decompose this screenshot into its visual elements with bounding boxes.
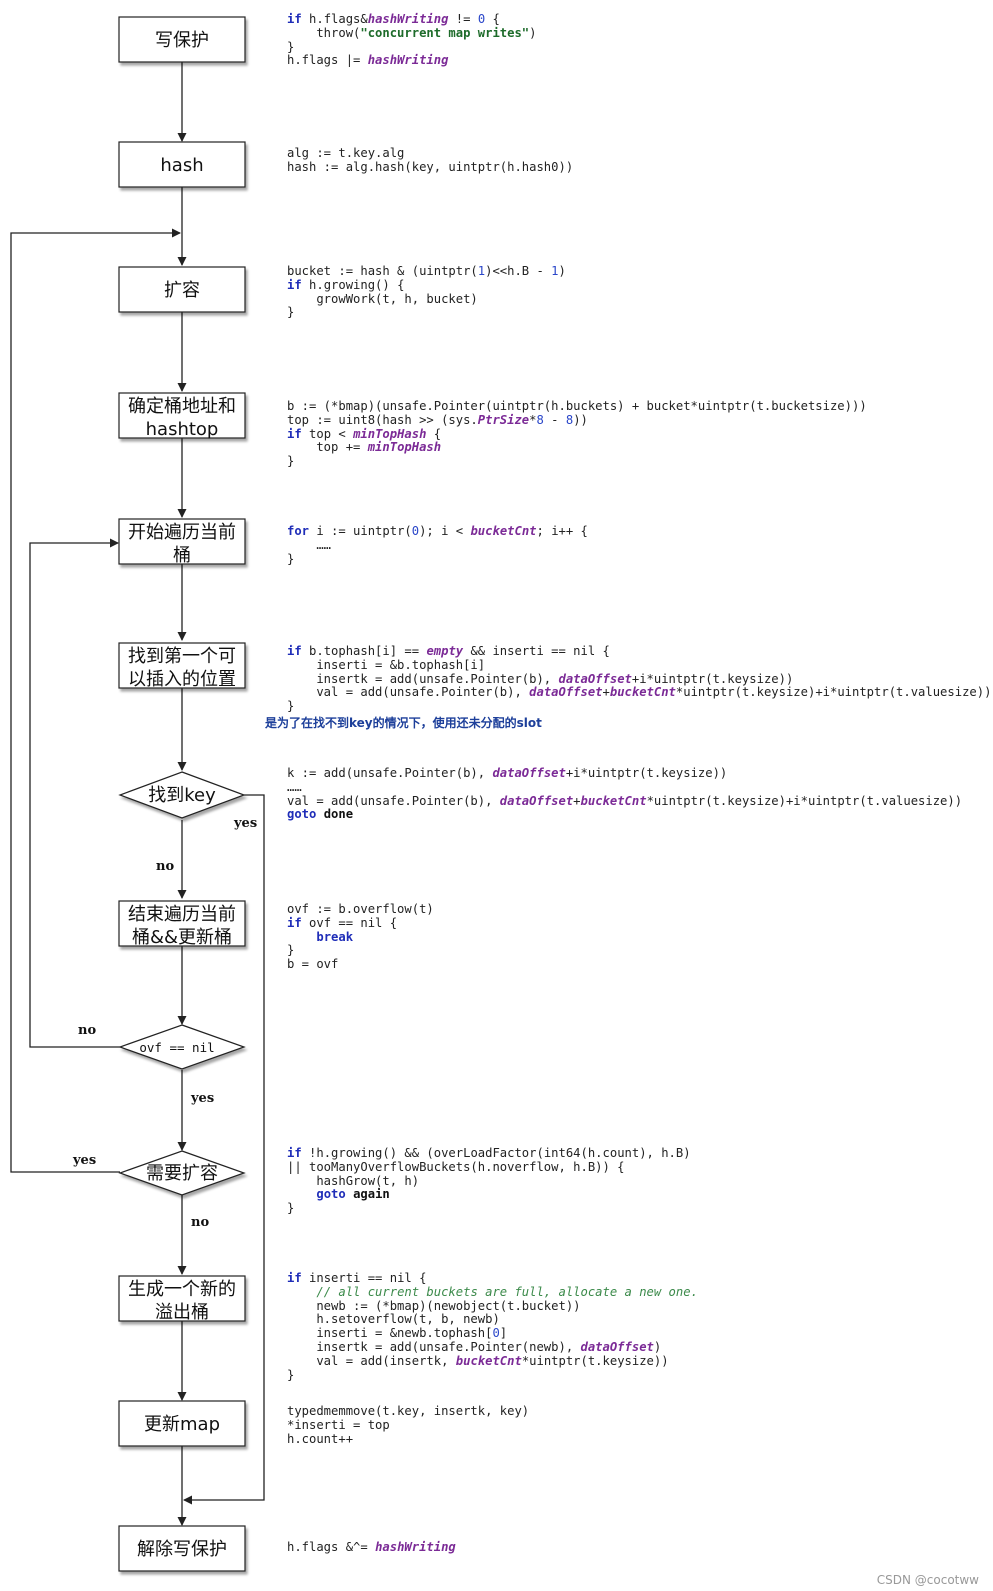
edge-find-key-yes (183, 794, 265, 1505)
label-find-key-yes: yes (233, 816, 257, 831)
node-end-traverse: 结束遍历当前 桶&&更新桶 (118, 900, 246, 948)
note-unallocated-slot: 是为了在找不到key的情况下，使用还未分配的slot (265, 716, 542, 730)
label-ovf-yes: yes (190, 1091, 214, 1106)
node-find-key: 找到key (118, 771, 246, 819)
svg-text:更新map: 更新map (144, 1414, 220, 1435)
node-new-overflow: 生成一个新的 溢出桶 (118, 1275, 246, 1323)
node-find-slot: 找到第一个可 以插入的位置 (118, 642, 246, 690)
watermark: CSDN @cocotww (876, 1573, 979, 1587)
label-find-key-no: no (156, 859, 174, 874)
code-bucket-addr: b := (*bmap)(unsafe.Pointer(uintptr(h.bu… (287, 399, 867, 469)
code-new-overflow: if inserti == nil { // all current bucke… (287, 1271, 698, 1382)
svg-text:ovf == nil: ovf == nil (139, 1040, 214, 1055)
svg-text:写保护: 写保护 (155, 30, 209, 51)
svg-text:扩容: 扩容 (164, 280, 200, 301)
node-need-grow: 需要扩容 (118, 1150, 246, 1196)
node-release: 解除写保护 (118, 1525, 246, 1572)
code-write-protect: if h.flags&hashWriting != 0 { throw("con… (287, 12, 537, 68)
svg-text:找到key: 找到key (148, 785, 216, 806)
code-traverse: for i := uintptr(0); i < bucketCnt; i++ … (287, 524, 588, 566)
label-grow-yes: yes (72, 1153, 96, 1168)
svg-text:溢出桶: 溢出桶 (155, 1302, 209, 1323)
code-find-key: k := add(unsafe.Pointer(b), dataOffset+i… (287, 766, 963, 822)
svg-text:找到第一个可: 找到第一个可 (128, 646, 236, 667)
svg-text:需要扩容: 需要扩容 (146, 1163, 218, 1184)
node-grow: 扩容 (118, 266, 246, 313)
node-write-protect: 写保护 (118, 16, 246, 63)
svg-text:生成一个新的: 生成一个新的 (128, 1279, 236, 1300)
svg-text:确定桶地址和: 确定桶地址和 (128, 396, 236, 417)
svg-text:桶: 桶 (173, 545, 191, 566)
code-update-map: typedmemmove(t.key, insertk, key) *inser… (287, 1404, 530, 1446)
svg-text:hash: hash (160, 155, 203, 176)
label-grow-no: no (191, 1215, 209, 1230)
svg-text:解除写保护: 解除写保护 (137, 1539, 227, 1560)
code-end-traverse: ovf := b.overflow(t) if ovf == nil { bre… (287, 902, 434, 972)
node-ovf-nil: ovf == nil (118, 1024, 246, 1070)
code-grow: bucket := hash & (uintptr(1)<<h.B - 1) i… (287, 264, 566, 320)
node-update-map: 更新map (118, 1400, 246, 1447)
svg-text:结束遍历当前: 结束遍历当前 (128, 904, 236, 925)
node-bucket-addr: 确定桶地址和 hashtop (118, 392, 246, 440)
code-hash: alg := t.key.alg hash := alg.hash(key, u… (287, 146, 574, 174)
svg-text:开始遍历当前: 开始遍历当前 (128, 522, 236, 543)
code-need-grow: if !h.growing() && (overLoadFactor(int64… (287, 1146, 691, 1216)
node-hash: hash (118, 141, 246, 188)
svg-text:hashtop: hashtop (146, 419, 219, 440)
code-release: h.flags &^= hashWriting (287, 1540, 456, 1554)
label-ovf-no: no (78, 1023, 96, 1038)
code-find-slot: if b.tophash[i] == empty && inserti == n… (287, 644, 992, 714)
svg-text:以插入的位置: 以插入的位置 (128, 669, 236, 690)
edge-need-grow-yes (10, 228, 181, 1173)
node-traverse: 开始遍历当前 桶 (118, 518, 246, 566)
svg-text:桶&&更新桶: 桶&&更新桶 (132, 927, 232, 948)
edge-ovf-no (29, 538, 120, 1048)
